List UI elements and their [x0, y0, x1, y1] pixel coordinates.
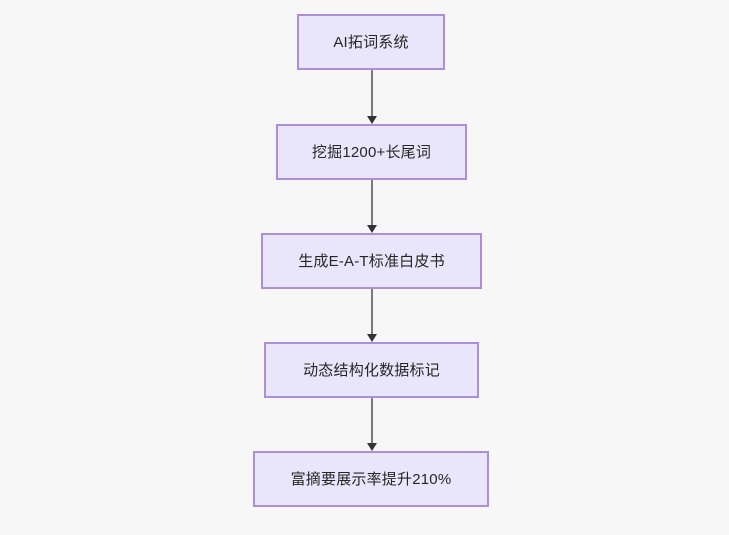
flow-node-dynamic-structured-data-markup[interactable]: 动态结构化数据标记 — [264, 342, 479, 398]
arrowhead-node2-node3 — [367, 225, 377, 233]
connector-node1-node2 — [371, 70, 373, 116]
flow-node-rich-snippet-impression-lift[interactable]: 富摘要展示率提升210% — [253, 451, 489, 507]
flow-node-generate-eat-whitepaper[interactable]: 生成E-A-T标准白皮书 — [261, 233, 482, 289]
connector-node4-node5 — [371, 398, 373, 443]
arrowhead-node4-node5 — [367, 443, 377, 451]
flow-node-label: 动态结构化数据标记 — [303, 361, 440, 379]
connector-node2-node3 — [371, 180, 373, 225]
connector-node3-node4 — [371, 289, 373, 334]
flow-node-label: AI拓词系统 — [333, 33, 409, 51]
flow-node-mine-longtail-keywords[interactable]: 挖掘1200+长尾词 — [276, 124, 467, 180]
flow-node-label: 挖掘1200+长尾词 — [311, 143, 432, 161]
flow-node-ai-keyword-system[interactable]: AI拓词系统 — [297, 14, 445, 70]
flow-node-label: 富摘要展示率提升210% — [290, 470, 452, 488]
arrowhead-node3-node4 — [367, 334, 377, 342]
arrowhead-node1-node2 — [367, 116, 377, 124]
flow-node-label: 生成E-A-T标准白皮书 — [298, 252, 445, 270]
